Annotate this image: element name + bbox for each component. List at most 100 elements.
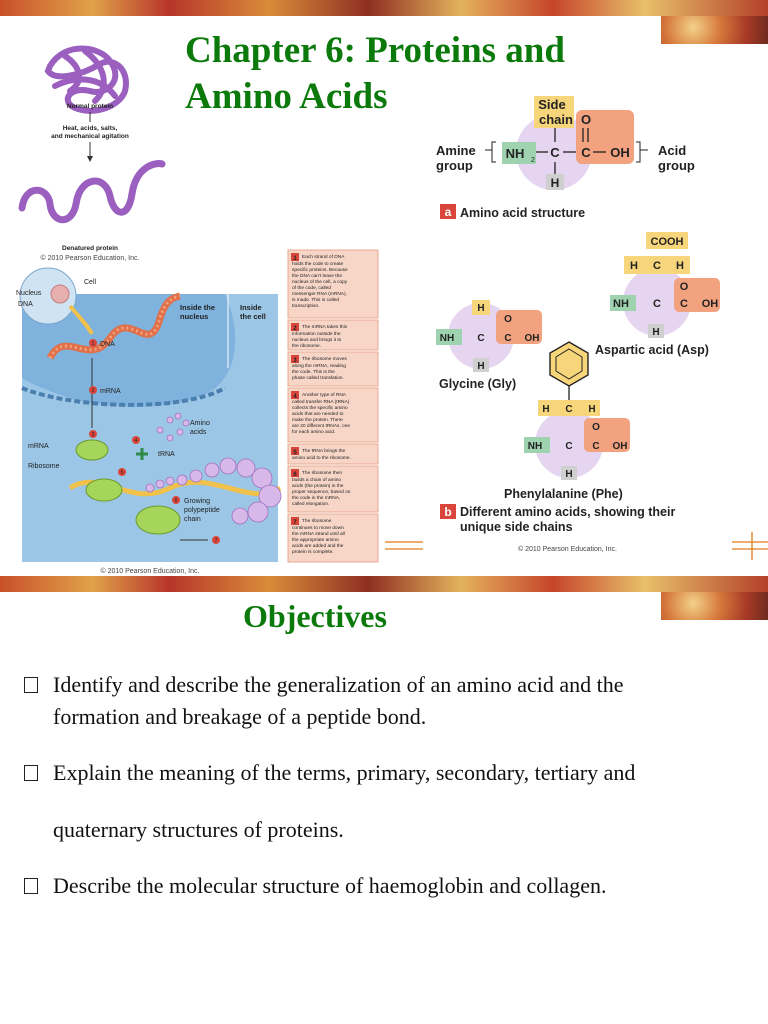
- objective-2-line-2: quaternary structures of proteins.: [53, 817, 344, 842]
- carboxyl-carbon: C: [581, 145, 591, 160]
- asp-oh: OH: [702, 298, 719, 310]
- phe-side-h-left: H: [542, 404, 549, 415]
- inside-cell-label-1: Inside: [240, 303, 262, 312]
- asp-carboxyl-c: C: [680, 298, 688, 310]
- svg-text:2: 2: [293, 326, 297, 332]
- caption-different-amino-acids-1: Different amino acids, showing their: [460, 505, 675, 519]
- carboxyl-oxygen: O: [581, 112, 591, 127]
- alpha-hydrogen: H: [551, 176, 560, 190]
- gly-nh2: NH: [440, 333, 454, 344]
- gly-h: H: [477, 361, 484, 372]
- glycine-label: Glycine (Gly): [439, 377, 516, 391]
- mrna-left-label: mRNA: [28, 443, 49, 450]
- aspartic-acid-label: Aspartic acid (Asp): [595, 343, 709, 357]
- svg-text:7: 7: [293, 520, 297, 526]
- amine-group-label-2: group: [436, 158, 473, 173]
- objective-item-3: Describe the molecular structure of haem…: [24, 870, 744, 902]
- objective-item-2-continued: quaternary structures of proteins.: [24, 814, 744, 846]
- ribosome-label: Ribosome: [28, 463, 60, 470]
- middle-right-vegetable-image: [661, 592, 768, 620]
- asp-alpha-c: C: [653, 298, 661, 310]
- slide-title-line-2: Amino Acids: [185, 76, 388, 117]
- acid-group-label-1: Acid: [658, 143, 686, 158]
- cell-inset: [19, 267, 77, 325]
- asp-side-c: C: [653, 260, 661, 272]
- objective-item-1: Identify and describe the generalization…: [24, 669, 744, 733]
- amino-acids-label-1: Amino: [190, 420, 210, 427]
- objective-1-line-2: formation and breakage of a peptide bond…: [53, 704, 427, 729]
- inside-cell-label-2: the cell: [240, 312, 266, 321]
- decorative-lines-right: [732, 532, 768, 560]
- denatured-protein-strand: [18, 160, 166, 224]
- trna-label: tRNA: [158, 451, 175, 458]
- phe-oh: OH: [613, 441, 628, 452]
- amino-acids-label-2: acids: [190, 429, 207, 436]
- acid-group-label-2: group: [658, 158, 695, 173]
- dna-inset-label: DNA: [18, 301, 33, 308]
- slide-title: Chapter 6: Proteins and Amino Acids: [185, 28, 625, 120]
- gly-o: O: [504, 314, 512, 325]
- checkbox-bullet-icon: [24, 878, 38, 894]
- svg-text:2: 2: [92, 388, 95, 394]
- top-right-vegetable-image: [661, 16, 768, 44]
- asp-side-h-left: H: [630, 260, 638, 272]
- svg-text:6: 6: [175, 498, 178, 504]
- svg-text:1: 1: [293, 256, 297, 262]
- side-chain-label-1: Side: [538, 97, 565, 112]
- checkbox-bullet-icon: [24, 765, 38, 781]
- mrna-label: mRNA: [100, 388, 121, 395]
- normal-protein-coil: [44, 45, 129, 114]
- phe-carboxyl-c: C: [592, 441, 599, 452]
- side-chain-label-2: chain: [539, 112, 573, 127]
- phe-o: O: [592, 422, 600, 433]
- phe-nh2: NH: [528, 441, 542, 452]
- svg-text:1: 1: [92, 341, 95, 347]
- gly-oh: OH: [525, 333, 540, 344]
- badge-b: b: [444, 505, 451, 519]
- svg-text:3: 3: [293, 358, 297, 364]
- svg-text:3: 3: [92, 432, 95, 438]
- cell-label: Cell: [84, 279, 97, 286]
- caption-amino-acid-structure: Amino acid structure: [460, 206, 585, 220]
- nh2-amine: NH: [506, 146, 525, 161]
- svg-text:2: 2: [531, 157, 535, 164]
- gly-carboxyl-c: C: [504, 333, 511, 344]
- svg-text:4: 4: [293, 394, 297, 400]
- denaturing-agents-label-1: Heat, acids, salts,: [63, 125, 118, 132]
- asp-side-h-right: H: [676, 260, 684, 272]
- phenylalanine-label: Phenylalanine (Phe): [504, 487, 623, 501]
- middle-decorative-band: [0, 576, 768, 592]
- objectives-heading: Objectives: [243, 598, 387, 634]
- objective-3-line-1: Describe the molecular structure of haem…: [53, 873, 607, 898]
- svg-text:5: 5: [293, 450, 297, 456]
- dna-label: DNA: [100, 341, 115, 348]
- protein-figure-credit: © 2010 Pearson Education, Inc.: [41, 254, 140, 262]
- synthesis-figure-credit: © 2010 Pearson Education, Inc.: [101, 567, 200, 575]
- svg-text:4: 4: [135, 438, 138, 444]
- protein-denaturation-figure: Normal protein Heat, acids, salts, and m…: [18, 45, 166, 262]
- amine-group-label-1: Amine: [436, 143, 476, 158]
- asp-h: H: [652, 327, 659, 338]
- inside-nucleus-label-1: Inside the: [180, 303, 215, 312]
- svg-text:7: 7: [215, 538, 218, 544]
- checkbox-bullet-icon: [24, 677, 38, 693]
- asp-o: O: [680, 281, 689, 293]
- caption-different-amino-acids-2: unique side chains: [460, 520, 573, 534]
- denatured-protein-label: Denatured protein: [62, 245, 118, 252]
- normal-protein-label: Normal protein: [67, 103, 113, 110]
- decorative-lines-left: [385, 541, 423, 550]
- growing-chain-label-2: polypeptide: [184, 507, 220, 514]
- inside-nucleus-label-2: nucleus: [180, 312, 208, 321]
